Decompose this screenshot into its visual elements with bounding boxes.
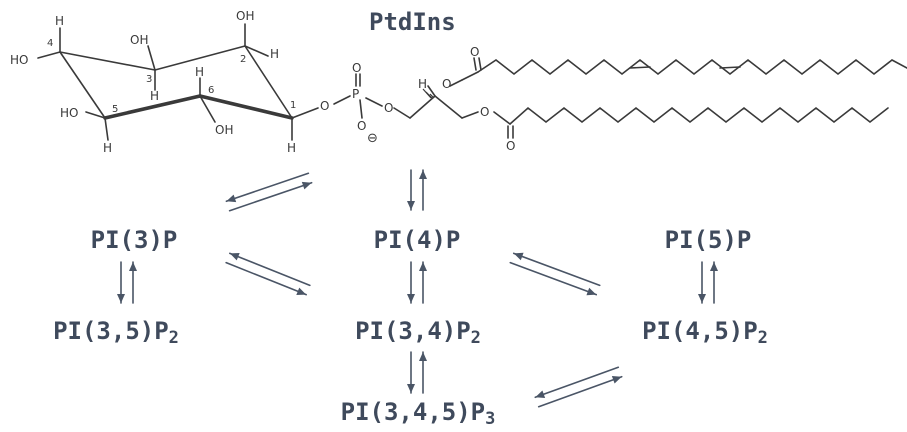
atom-h: H xyxy=(195,65,204,79)
node-pi35p2: PI(3,5)P2 xyxy=(53,317,179,348)
atom-h: H xyxy=(270,47,279,61)
node-pi4p: PI(4)P xyxy=(373,226,461,254)
equilibrium-arrows xyxy=(117,169,718,408)
arrow-pi4p-pi45p2 xyxy=(509,252,601,296)
node-pi345p3: PI(3,4,5)P3 xyxy=(340,398,496,429)
ring-number: 5 xyxy=(112,104,118,115)
atom-o: O xyxy=(320,99,329,113)
atom-ho: HO xyxy=(10,53,28,67)
atom-o: O xyxy=(442,77,451,91)
charge: ⊖ xyxy=(367,131,378,146)
atom-oh: OH xyxy=(130,33,148,47)
atom-h: H xyxy=(287,141,296,155)
ring-number: 3 xyxy=(146,74,152,85)
atom-o: O xyxy=(384,101,393,115)
arrow-ptdins-pi4p xyxy=(407,169,427,211)
atom-o: O xyxy=(480,105,489,119)
arrow-pi5p-pi45p2 xyxy=(698,261,718,304)
atom-o: O xyxy=(506,139,515,153)
node-pi45p2: PI(4,5)P2 xyxy=(642,317,768,348)
atom-oh: OH xyxy=(236,9,254,23)
arrow-pi34p2-pi345p3 xyxy=(407,351,427,394)
ring-number: 2 xyxy=(240,54,246,65)
atom-oh: OH xyxy=(215,123,233,137)
ring-number: 4 xyxy=(47,38,53,49)
atom-h: H xyxy=(103,141,112,155)
arrow-pi3p-pi35p2 xyxy=(117,261,137,304)
atom-h: H xyxy=(55,14,64,28)
node-pi34p2: PI(3,4)P2 xyxy=(355,317,481,348)
ring-number: 6 xyxy=(208,85,214,96)
atom-ho: HO xyxy=(60,106,78,120)
atom-o: O xyxy=(357,119,366,133)
atom-o: O xyxy=(352,61,361,75)
ring-number: 1 xyxy=(290,100,296,111)
atom-p: P xyxy=(352,87,359,101)
arrow-ptdins-pi3p xyxy=(225,172,313,212)
atom-h: H xyxy=(150,89,159,103)
atom-h: H xyxy=(418,77,427,91)
node-pi5p: PI(5)P xyxy=(664,226,752,254)
arrow-pi3p-pi34p2 xyxy=(225,252,311,296)
arrow-pi345p3-pi45p2 xyxy=(534,366,623,408)
diagram-title: PtdIns xyxy=(369,8,456,36)
node-pi3p: PI(3)P xyxy=(90,226,178,254)
arrow-pi4p-pi34p2 xyxy=(407,261,427,304)
atom-o: O xyxy=(470,45,479,59)
